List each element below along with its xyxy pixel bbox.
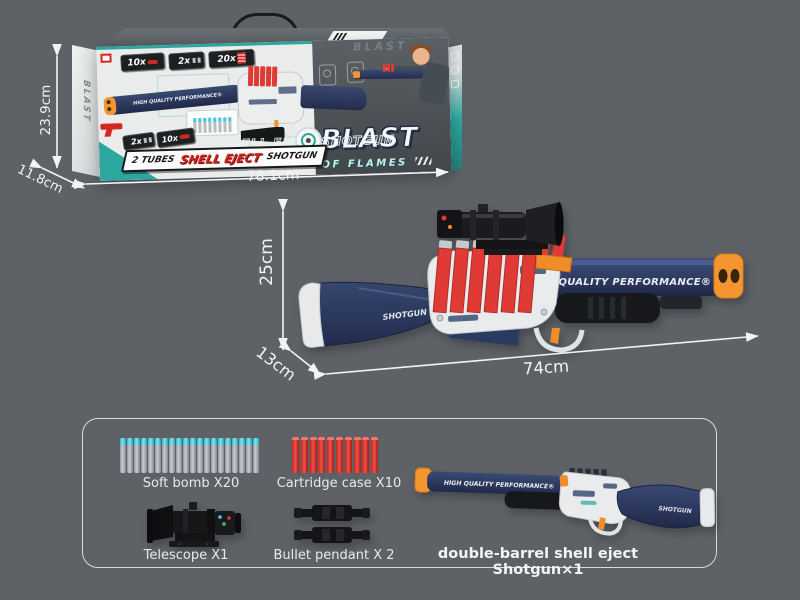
pendant-2	[294, 527, 370, 543]
box-height-label: 23.9cm	[38, 84, 54, 136]
soft-bomb-dart	[134, 438, 140, 473]
badge-2x: 2x	[168, 51, 206, 71]
box-art-gun-receiver	[236, 65, 305, 125]
scope	[437, 202, 564, 255]
muzzle-icon	[103, 96, 117, 116]
soft-bomb-dart	[211, 438, 217, 473]
cartridge-shell	[292, 437, 299, 473]
brand-logo	[100, 53, 112, 63]
soft-bomb-dart	[246, 438, 252, 473]
shells-icon	[382, 63, 395, 72]
shotgun-label: double-barrel shell eject Shotgun×1	[437, 546, 639, 578]
soft-bomb-dart	[204, 438, 210, 473]
receiver-detail	[278, 86, 297, 94]
soft-bomb-dart	[232, 438, 238, 473]
badge-label: 2x	[177, 55, 191, 67]
logo-line2: OF FLAMES	[321, 157, 408, 171]
badge-10x: 10x	[120, 52, 166, 73]
cartridge-shell	[362, 437, 370, 473]
badge-label: 10x	[161, 133, 179, 145]
soft-bomb-dart	[183, 438, 189, 473]
soft-bomb-dart	[120, 438, 126, 473]
pendant-1	[294, 505, 370, 521]
dart-icon	[179, 133, 191, 140]
box-front-face: 10x 2x 20x BLAST	[96, 37, 452, 181]
gun-barrel-text: HIGH QUALITY PERFORMANCE®	[525, 277, 711, 288]
soft-bomb-dart	[253, 438, 259, 473]
safety-icon	[451, 79, 459, 89]
small-gun-stock-text: SHOTGUN	[658, 505, 692, 515]
parts-panel: Soft bomb X20 Cartridge case X10 Telesco…	[82, 418, 717, 578]
muzzle-hole-icon	[718, 269, 728, 283]
muzzle-icon	[353, 71, 361, 79]
banner-shell-eject: SHELL EJECT	[178, 150, 263, 167]
cartridge-shell	[353, 437, 361, 473]
soft-bomb-label: Soft bomb X20	[142, 476, 240, 491]
soft-bomb-dart	[169, 438, 175, 473]
cartridge-shell	[344, 437, 352, 473]
soft-bomb-dart	[197, 438, 203, 473]
soft-bomb-dart	[141, 438, 147, 473]
cartridge-shell	[371, 437, 379, 473]
soft-bomb-dart	[176, 438, 182, 473]
safety-icon	[451, 51, 459, 61]
soft-bomb-dart	[218, 438, 224, 473]
cartridge-shell	[335, 437, 343, 473]
gun-length-label: 74cm	[522, 356, 570, 379]
shells-icon	[247, 65, 278, 87]
soft-bomb-dart	[127, 438, 133, 473]
gun-foregrip	[555, 293, 702, 323]
banner-2tubes: 2 TUBES	[130, 154, 176, 167]
soft-bomb-dart	[155, 438, 161, 473]
box-spine-text: BLAST	[81, 78, 91, 124]
bullets-icon	[143, 137, 147, 144]
bullet-pendant-label: Bullet pendant X 2	[273, 548, 395, 563]
telescope-label: Telescope X1	[143, 548, 229, 563]
shotgun-product-photo: HIGH QUALITY PERFORMANCE® SHOTGUN	[298, 202, 744, 353]
shotgun-small-photo: HIGH QUALITY PERFORMANCE® SHOTGUN	[414, 467, 716, 536]
logo-stripes-decoration	[415, 156, 432, 166]
bullet-pendant-photo	[294, 505, 370, 543]
box-width-label: 78.1cm	[246, 167, 300, 185]
receiver-detail	[248, 98, 277, 105]
gun-trigger	[533, 327, 585, 353]
badge-label: 10x	[127, 56, 147, 69]
box-art-gun-stock	[300, 84, 368, 111]
banner-shotgun: SHOTGUN	[265, 150, 318, 163]
gun-barrel: HIGH QUALITY PERFORMANCE®	[525, 253, 744, 299]
cartridge-shell	[318, 437, 326, 473]
bullets-icon	[191, 57, 196, 64]
telescope-photo	[147, 502, 241, 547]
badge-2x-bottom: 2x	[121, 131, 156, 151]
soft-bomb-darts	[120, 438, 259, 473]
magazine-icon	[237, 52, 247, 64]
soft-bomb-dart	[162, 438, 168, 473]
cartridge-shell	[300, 437, 308, 473]
boy-aiming-art	[353, 41, 451, 106]
dart-icon	[147, 59, 158, 64]
soft-bomb-dart	[239, 438, 245, 473]
muzzle-hole-icon	[730, 269, 740, 283]
red-dot-sight	[437, 210, 462, 238]
packaging-box: BLAST 10x 2x 20x	[62, 13, 462, 186]
soft-bomb-dart	[190, 438, 196, 473]
cartridge-label: Cartridge case X10	[276, 476, 402, 491]
soft-bomb-dart	[225, 438, 231, 473]
badge-label: 20x	[217, 53, 237, 65]
badge-10x-bottom: 10x	[155, 127, 196, 149]
cartridge-shell	[327, 437, 335, 473]
small-gun-barrel-text: HIGH QUALITY PERFORMANCE®	[444, 479, 555, 491]
target-icon	[318, 64, 337, 86]
soft-bomb-dart	[148, 438, 154, 473]
safety-icon	[451, 65, 459, 75]
boy-toy-gun	[353, 63, 424, 80]
cartridge-shell	[309, 437, 317, 473]
gun-height-label: 25cm	[257, 238, 277, 286]
badge-label: 2x	[130, 136, 143, 147]
gun-stock: SHOTGUN	[298, 281, 461, 348]
cartridge-shells	[292, 437, 379, 473]
red-gun-icon	[100, 120, 126, 137]
